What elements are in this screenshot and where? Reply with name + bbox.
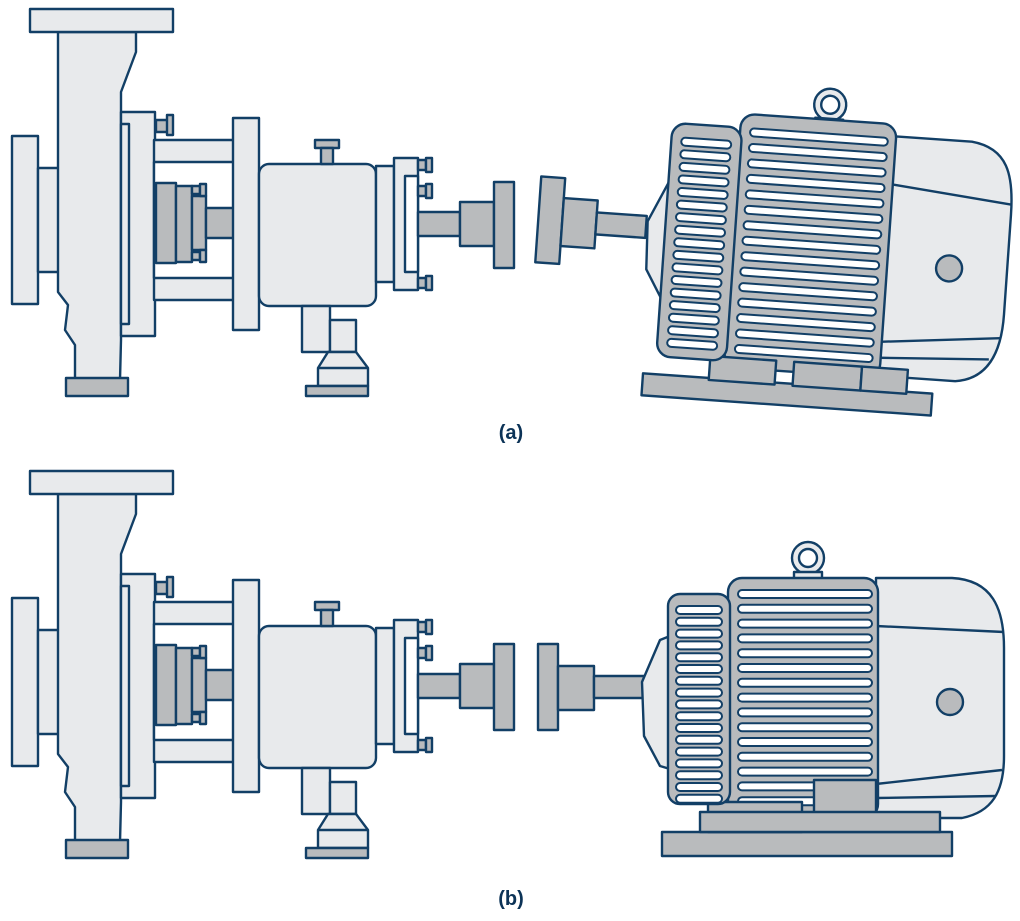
fan-grille-slot [675, 640, 723, 651]
cooling-fin [737, 297, 877, 317]
cooling-fin [737, 663, 873, 673]
fan-grille-slot [671, 262, 724, 276]
panel-a [10, 7, 1013, 417]
panel-a-label: (a) [499, 422, 523, 444]
motor-base-b [660, 830, 954, 858]
cooling-fin [737, 589, 873, 599]
fan-grille-slot [666, 337, 719, 351]
cooling-fin [737, 722, 873, 733]
cooling-fin [737, 707, 873, 718]
fan-grille-slot [675, 723, 723, 733]
fan-grille-slot [669, 287, 722, 301]
motor-coupling-b [536, 642, 646, 732]
fan-grille-slot [675, 605, 723, 615]
fan-grille-slot [675, 616, 723, 627]
cooling-fin [740, 251, 881, 271]
fan-grille-slot [675, 628, 723, 639]
cooling-fin [737, 603, 873, 614]
cooling-fin [737, 648, 873, 659]
fan-grille-slot [675, 199, 728, 213]
cooling-fin [744, 189, 885, 209]
fan-grille-slot [675, 652, 723, 663]
fan-grille-slot [679, 149, 732, 163]
fan-grille-slot [676, 187, 729, 200]
fan-grille-slot [670, 274, 723, 288]
fan-grille-slot [668, 300, 721, 314]
cooling-fin [745, 173, 886, 193]
fan-grille-slot [680, 136, 733, 150]
cooling-fin [737, 618, 873, 629]
fan-grille-slot [667, 325, 719, 339]
cooling-fin [738, 282, 878, 302]
cooling-fin [737, 692, 873, 703]
fan-grille-slot [677, 174, 730, 188]
fan-grille-slot [675, 711, 723, 722]
fan-grille-slot [675, 687, 723, 698]
cooling-fin [735, 328, 875, 348]
motor-base-a [640, 372, 934, 417]
cooling-fin [737, 633, 873, 644]
fan-grille-slot [672, 249, 725, 263]
motor-coupling-a [534, 175, 648, 266]
cooling-fin [737, 751, 873, 762]
fan-grille-slot [673, 237, 726, 251]
pump-b [10, 469, 516, 860]
fan-grille-slot [667, 312, 720, 326]
fan-grille-slot [675, 758, 723, 769]
fan-grille-slot [674, 212, 727, 226]
fan-grille-slot [675, 699, 723, 710]
cooling-fin [749, 127, 889, 147]
fan-grille-slot [675, 746, 723, 757]
cooling-fin [741, 235, 882, 255]
fan-grille-slot [675, 675, 723, 686]
cooling-fin [739, 266, 880, 286]
cooling-fin [742, 220, 883, 240]
cooling-fin [743, 204, 884, 224]
panel-b [10, 469, 1006, 860]
fan-grille-slot [675, 734, 723, 745]
cooling-fin [737, 677, 873, 688]
cooling-fin [746, 158, 887, 178]
motor-b [640, 540, 1006, 858]
cooling-fin [748, 142, 888, 163]
fan-grille-slot [674, 224, 727, 238]
cooling-fin [733, 343, 874, 364]
fan-grille-slot [678, 161, 731, 175]
pump-a [10, 7, 516, 398]
cooling-fin [737, 737, 873, 747]
cooling-fin [736, 313, 876, 333]
fan-grille-slot [675, 782, 723, 792]
fan-grille-slot [675, 793, 723, 804]
fan-grille-slot [675, 770, 723, 781]
motor-a [640, 87, 1013, 417]
panel-b-label: (b) [498, 888, 524, 910]
cooling-fin [737, 766, 873, 777]
fan-grille-slot [675, 664, 723, 674]
